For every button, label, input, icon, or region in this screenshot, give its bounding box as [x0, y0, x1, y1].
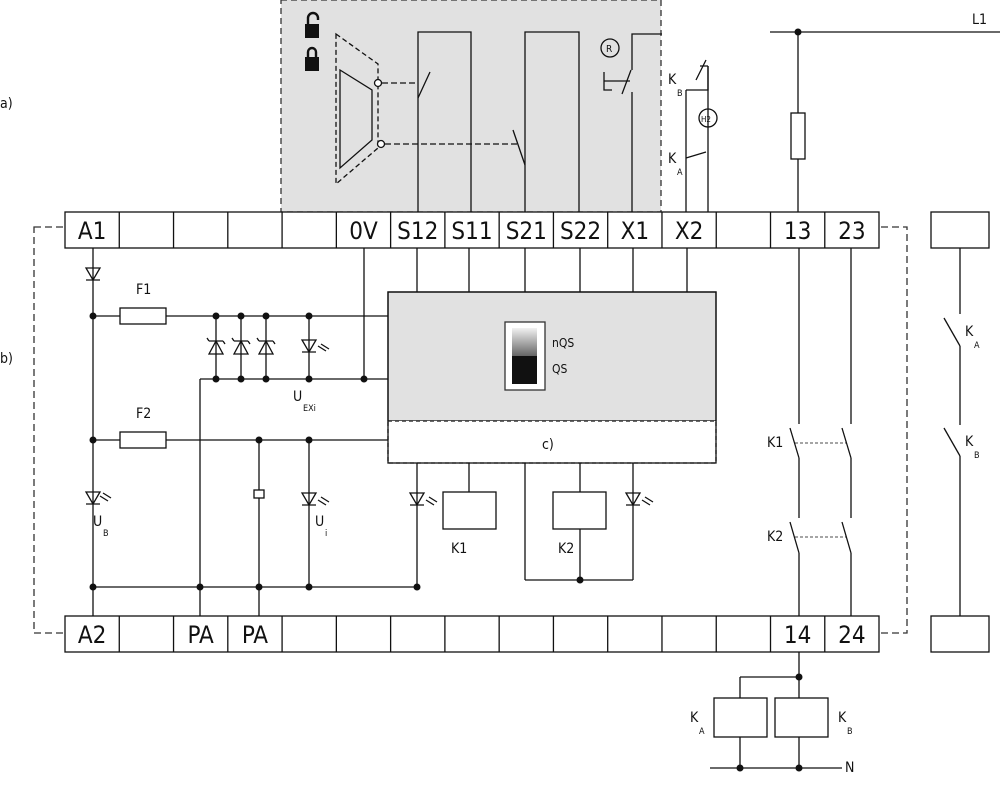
top-terminal-5: 0V [349, 217, 378, 245]
top-terminal-8: S21 [506, 217, 547, 245]
padlock-closed-icon [305, 46, 319, 71]
label-f2: F2 [136, 406, 151, 422]
label-ui: U [315, 514, 324, 530]
label-kb-top-sub: B [677, 89, 683, 99]
label-qs: QS [552, 362, 567, 376]
label-ka-aux: K [965, 324, 974, 340]
label-uexi: U [293, 389, 302, 405]
top-terminal-6: S12 [397, 217, 438, 245]
label-kb-aux: K [965, 434, 974, 450]
label-h2: H2 [701, 115, 711, 124]
label-f1: F1 [136, 282, 151, 298]
contactor-coil-ka [713, 697, 768, 738]
label-section-c: c) [542, 437, 554, 453]
label-ka-coil-sub: A [699, 727, 705, 737]
top-terminal-7: S11 [451, 217, 492, 245]
label-ui-sub: i [325, 529, 327, 539]
bottom-terminal-2: PA [188, 621, 214, 649]
bottom-terminal-14: 24 [838, 621, 865, 649]
label-nqs: nQS [552, 336, 574, 350]
fuse-f1 [119, 307, 167, 325]
top-terminal-strip [64, 211, 880, 249]
label-kb-aux-sub: B [974, 451, 980, 461]
bottom-terminal-0: A2 [78, 621, 107, 649]
label-ub-sub: B [103, 529, 109, 539]
label-ka-coil: K [690, 710, 699, 726]
padlock-open-icon [305, 11, 320, 38]
top-terminal-10: X1 [621, 217, 650, 245]
aux-terminal-top [930, 211, 990, 249]
label-kb-coil: K [838, 710, 847, 726]
label-ka-aux-sub: A [974, 341, 980, 351]
top-terminal-9: S22 [560, 217, 601, 245]
label-k1-contact: K1 [767, 435, 783, 451]
capacitor [253, 489, 265, 499]
reset-button-symbol [600, 38, 620, 58]
logic-c-box [387, 420, 717, 464]
fuse-f2 [119, 431, 167, 449]
label-ub: U [93, 514, 102, 530]
label-k1-coil: K1 [451, 541, 467, 557]
top-terminal-13: 13 [784, 217, 811, 245]
label-ka-top: K [668, 151, 677, 167]
label-kb-coil-sub: B [847, 727, 853, 737]
label-n: N [845, 760, 854, 776]
top-terminal-0: A1 [78, 217, 107, 245]
label-section-b: b) [0, 351, 13, 367]
contactor-coil-kb [774, 697, 829, 738]
label-k2-contact: K2 [767, 529, 783, 545]
label-ka-top-sub: A [677, 168, 683, 178]
top-terminal-11: X2 [675, 217, 704, 245]
safety-logic-box [387, 291, 717, 422]
door-actuator [335, 32, 379, 186]
label-uexi-sub: EXi [303, 404, 316, 414]
label-section-a: a) [0, 96, 13, 112]
bottom-terminal-strip [64, 615, 880, 653]
bottom-terminal-13: 14 [784, 621, 811, 649]
label-r: R [606, 44, 612, 55]
label-k2-coil: K2 [558, 541, 574, 557]
label-l1: L1 [972, 12, 987, 28]
label-kb-top: K [668, 72, 677, 88]
module-outline [33, 226, 908, 634]
aux-terminal-bottom [930, 615, 990, 653]
relay-coil-k1 [442, 491, 497, 530]
relay-coil-k2 [552, 491, 607, 530]
bottom-terminal-3: PA [242, 621, 268, 649]
top-terminal-14: 23 [838, 217, 865, 245]
supply-fuse [790, 112, 806, 160]
